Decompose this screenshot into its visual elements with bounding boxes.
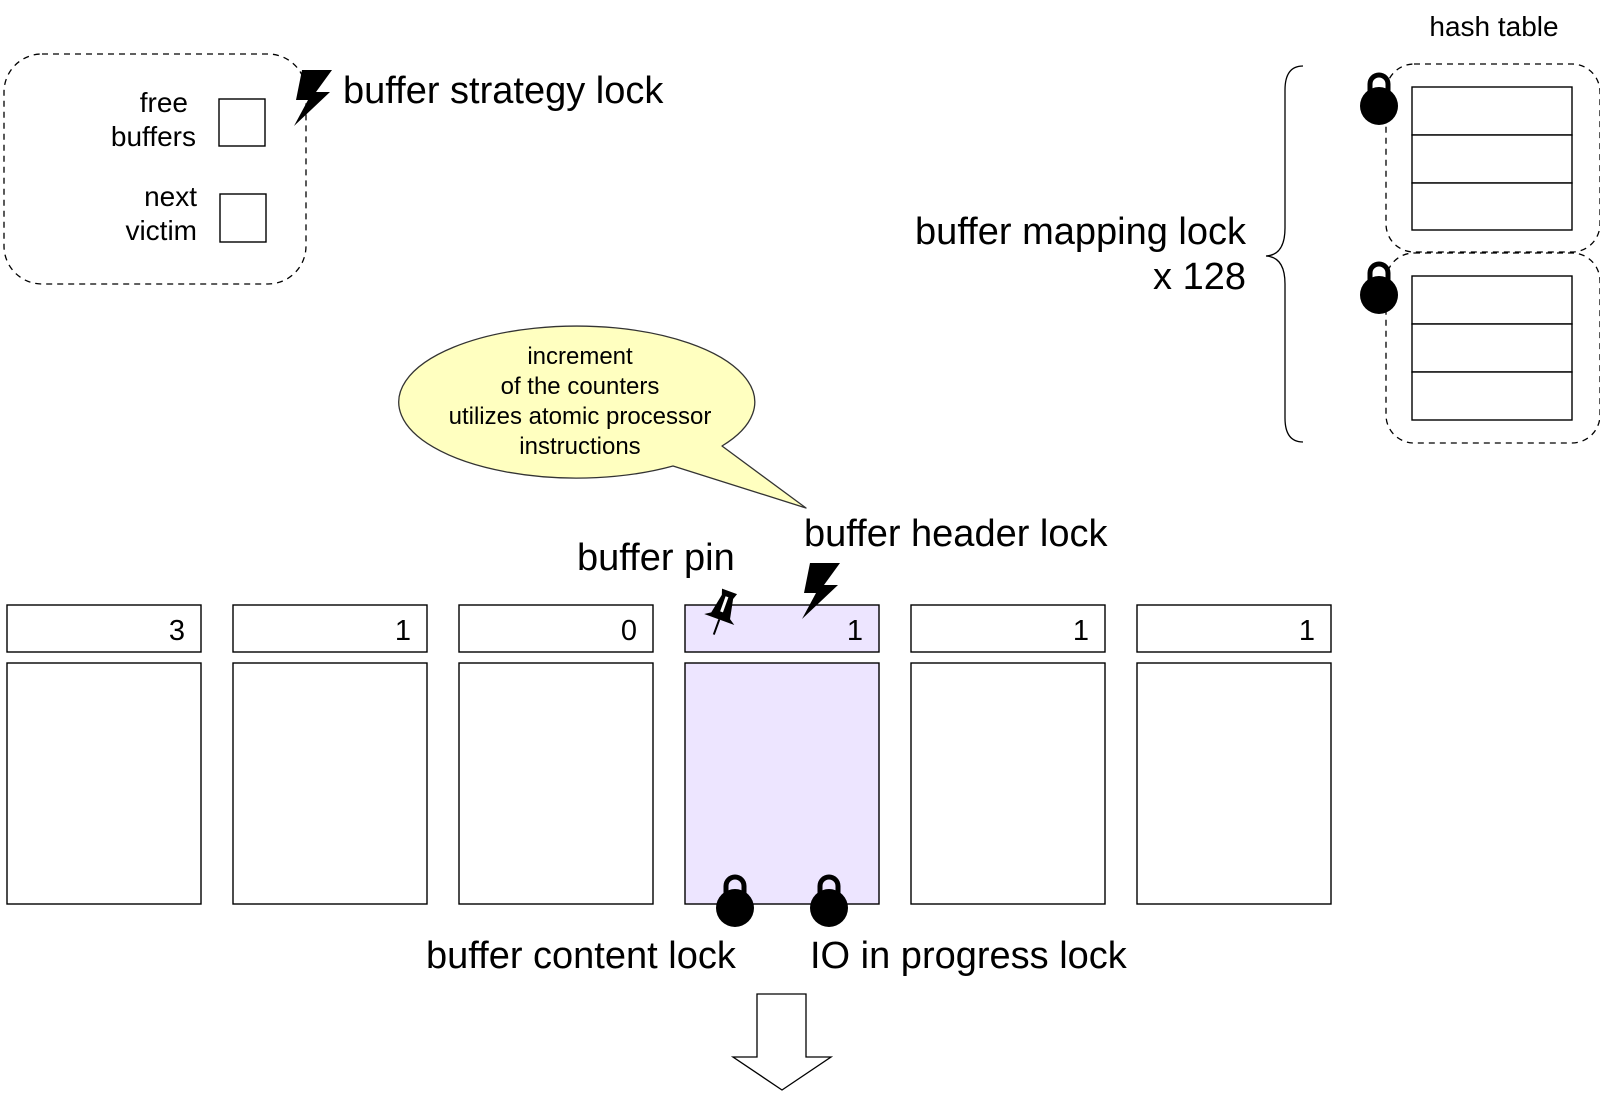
next-victim-label-line1: next xyxy=(144,181,197,212)
free-buffers-label-line1: free xyxy=(140,87,188,118)
strategy-boundary xyxy=(3,53,307,285)
buffer-header xyxy=(1136,604,1332,653)
pin-count: 1 xyxy=(1299,615,1315,647)
buffer-header xyxy=(458,604,654,653)
down-arrow-icon xyxy=(730,993,834,1091)
callout: increment of the counters utilizes atomi… xyxy=(398,325,807,509)
callout-text-line: of the counters xyxy=(501,373,660,400)
padlock-icon xyxy=(1360,75,1398,125)
buffer-pin-label: buffer pin xyxy=(577,537,735,579)
hash-slot xyxy=(1411,275,1573,325)
hash-partition-boundary xyxy=(1385,252,1600,444)
callout-text-line: instructions xyxy=(519,433,640,460)
buffer-header xyxy=(232,604,428,653)
buffer: 1 xyxy=(1136,604,1332,905)
hash-table-group: hash table buffer mapping lock x 128 xyxy=(915,11,1600,444)
buffer-strategy-lock-label: buffer strategy lock xyxy=(343,70,664,112)
hash-table-title: hash table xyxy=(1429,11,1558,42)
hash-slot xyxy=(1411,86,1573,136)
buffer: 3 xyxy=(6,604,202,905)
hash-partition-boundary xyxy=(1385,63,1600,253)
callout-text-line: utilizes atomic processor xyxy=(449,403,712,430)
lightning-icon xyxy=(294,70,332,126)
buffer-page xyxy=(458,662,654,905)
pin-count: 3 xyxy=(169,615,185,647)
callout-text-line: increment xyxy=(527,343,633,370)
pin-count: 1 xyxy=(395,615,411,647)
buffer: 1 xyxy=(684,604,880,905)
hash-slot xyxy=(1411,323,1573,373)
free-buffers-label-line2: buffers xyxy=(111,121,196,152)
hash-slot xyxy=(1411,182,1573,231)
mapping-lock-count-label: x 128 xyxy=(1153,256,1246,298)
buffer-content-lock-label: buffer content lock xyxy=(426,935,737,977)
buffer-page xyxy=(684,662,880,905)
pin-count: 0 xyxy=(621,615,637,647)
next-victim-label-line2: victim xyxy=(125,215,197,246)
callout-bubble xyxy=(398,325,807,509)
next-victim-box xyxy=(219,193,267,243)
padlock-icon xyxy=(1360,264,1398,314)
strategy-group: free buffers next victim buffer strategy… xyxy=(3,53,664,285)
hash-slot xyxy=(1411,134,1573,184)
brace xyxy=(1265,65,1304,443)
pushpin-icon xyxy=(704,588,738,635)
buffer: 1 xyxy=(910,604,1106,905)
buffer-header xyxy=(910,604,1106,653)
buffer: 0 xyxy=(458,604,654,905)
buffer-page xyxy=(910,662,1106,905)
buffer: 1 xyxy=(232,604,428,905)
buffer-header xyxy=(6,604,202,653)
buffer-pool: 3 1 0 1 1 1 xyxy=(6,604,1332,905)
pin-count: 1 xyxy=(847,615,863,647)
free-buffers-box xyxy=(218,98,266,147)
io-in-progress-lock-label: IO in progress lock xyxy=(810,935,1128,977)
buffer-mapping-lock-label: buffer mapping lock xyxy=(915,211,1247,253)
hash-slot xyxy=(1411,371,1573,421)
buffer-page xyxy=(1136,662,1332,905)
buffer-header-lock-label: buffer header lock xyxy=(804,513,1108,555)
buffer-page xyxy=(232,662,428,905)
pin-count: 1 xyxy=(1073,615,1089,647)
buffer-page xyxy=(6,662,202,905)
